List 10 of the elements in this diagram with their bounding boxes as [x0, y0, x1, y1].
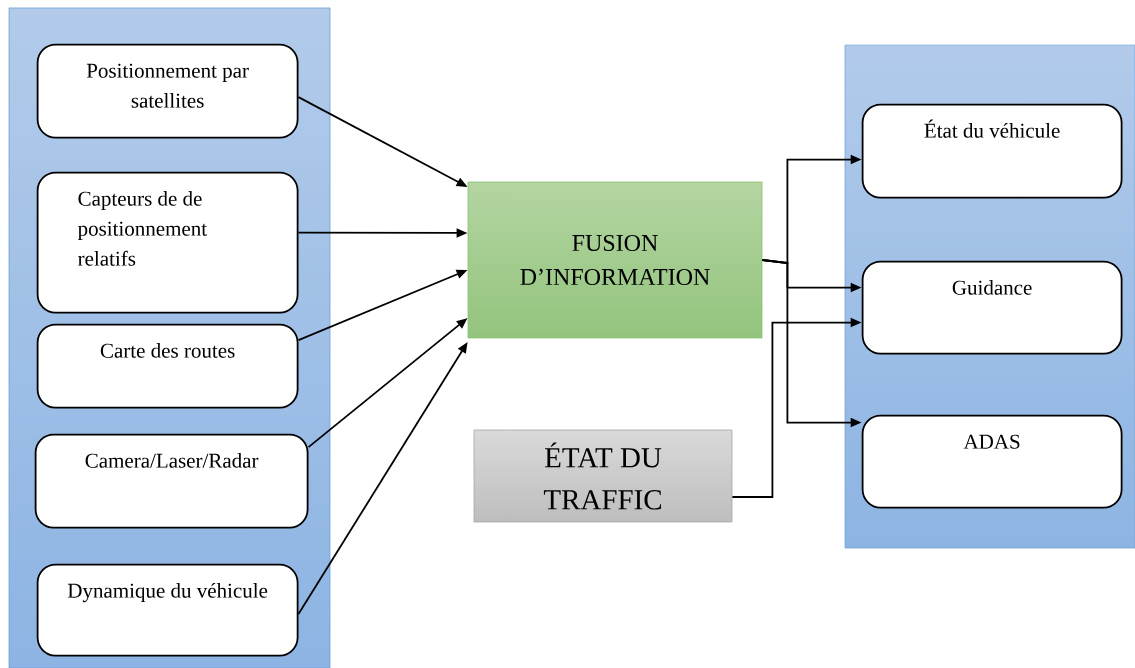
rounded-box: État du véhicule	[861, 103, 1123, 199]
rounded-box: Capteurs de de positionnement relatifs	[36, 171, 299, 314]
process-box: FUSION D’INFORMATION	[467, 181, 763, 339]
rounded-box: Carte des routes	[36, 323, 299, 409]
rounded-box: Camera/Laser/Radar	[34, 433, 309, 529]
rounded-box: Dynamique du véhicule	[36, 563, 299, 657]
rounded-box: Positionnement par satellites	[36, 43, 299, 139]
rounded-box: ADAS	[861, 414, 1123, 509]
process-box: ÉTAT DU TRAFFIC	[473, 429, 733, 523]
rounded-box: Guidance	[861, 260, 1123, 355]
